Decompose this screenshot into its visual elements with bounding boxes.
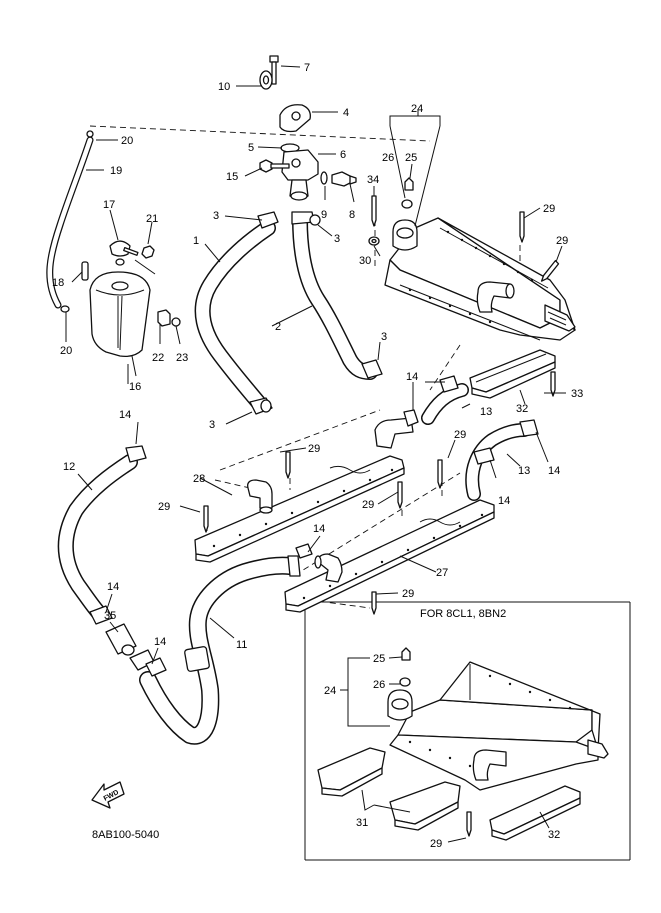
bracket-32 [469,349,556,399]
callout-14: 14 [119,409,131,421]
callout-3: 3 [334,233,340,245]
callout-13: 13 [480,406,492,418]
callout-17: 17 [103,199,115,211]
callout-14: 14 [107,581,119,593]
callout-25: 25 [405,152,417,164]
callout-14: 14 [406,371,418,383]
callout-18: 18 [52,277,64,289]
callout-11: 11 [236,639,247,651]
hose-2 [291,211,383,380]
callout-29: 29 [543,203,555,215]
radiator-assembly [368,177,576,341]
callout-28: 28 [193,473,205,485]
callout-26: 26 [382,152,394,164]
inset-radiator [387,647,609,791]
callout-20: 20 [121,135,133,147]
callout-26: 26 [373,679,385,691]
callout-4: 4 [343,107,349,119]
callout-12: 12 [63,461,75,473]
hose-1 [194,211,279,415]
callout-1: 1 [193,235,199,247]
callout-29: 29 [430,838,442,850]
callout-20: 20 [60,345,72,357]
callout-29: 29 [362,499,374,511]
callout-3: 3 [209,419,215,431]
callout-30: 30 [359,255,371,267]
callout-labels: 7 10 4 24 20 5 6 26 25 19 15 34 9 8 17 3… [52,62,583,850]
callout-24: 24 [411,103,423,115]
callout-32: 32 [548,829,560,841]
callout-6: 6 [340,149,346,161]
callout-2: 2 [275,321,281,333]
callout-33: 33 [571,388,583,400]
callout-3: 3 [213,210,219,222]
thermostat-housing-assembly [259,55,357,201]
callout-9: 9 [321,209,327,221]
callout-21: 21 [146,213,158,225]
callout-32: 32 [516,403,528,415]
callout-31: 31 [356,817,368,829]
callout-29: 29 [454,429,466,441]
callout-35: 35 [104,610,116,622]
callout-14: 14 [154,636,166,648]
callout-7: 7 [304,62,310,74]
callout-29: 29 [556,235,568,247]
callout-16: 16 [129,381,141,393]
callout-10: 10 [218,81,230,93]
callout-22: 22 [152,352,164,364]
forward-arrow-icon: FWD [91,781,125,809]
hose-11 [139,555,301,745]
callout-14: 14 [313,523,325,535]
inset-brackets [317,747,581,841]
callout-14: 14 [498,495,510,507]
plate-27 [284,459,495,615]
hose-13-set [145,375,539,677]
callout-19: 19 [110,165,122,177]
callout-15: 15 [226,171,238,183]
callout-29: 29 [158,501,170,513]
callout-27: 27 [436,567,448,579]
callout-24: 24 [324,685,336,697]
callout-8: 8 [349,209,355,221]
callout-29: 29 [402,588,414,600]
callout-23: 23 [176,352,188,364]
callout-3: 3 [381,331,387,343]
hose-12 [57,445,155,671]
callout-29: 29 [308,443,320,455]
callout-leaders [65,65,566,843]
callout-34: 34 [367,174,379,186]
reservoir-assembly [46,130,181,358]
diagram-code: 8AB100-5040 [92,829,159,841]
inset-note: FOR 8CL1, 8BN2 [420,608,506,620]
callout-25: 25 [373,653,385,665]
callout-14: 14 [548,465,560,477]
callout-5: 5 [248,142,254,154]
callout-13: 13 [518,465,530,477]
plate-28 [194,451,405,563]
